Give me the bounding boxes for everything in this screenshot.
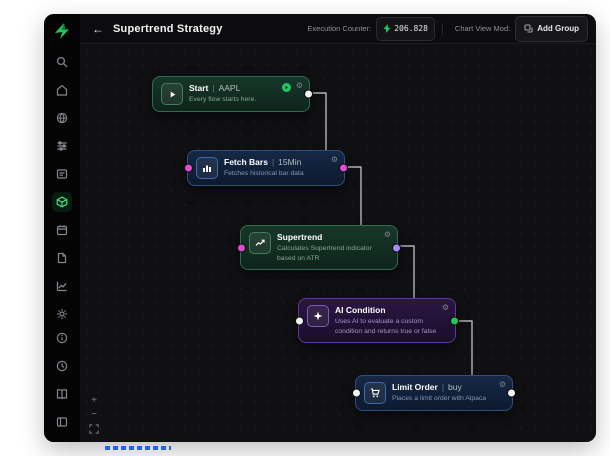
filters-icon[interactable] [52,136,72,156]
play-icon [161,83,183,105]
panel-toggle-icon[interactable] [52,412,72,432]
header-divider [442,23,443,35]
execution-counter-badge: 206.828 [376,17,435,41]
cart-icon [364,382,386,404]
node-separator: | [272,157,274,167]
trend-icon [249,232,271,254]
info-icon[interactable] [52,328,72,348]
input-handle[interactable] [295,316,304,325]
sidebar-rail-top [52,52,72,324]
sidebar [44,14,80,442]
list-icon[interactable] [52,164,72,184]
node-title: Start [189,83,208,93]
zoom-in-button[interactable]: + [88,396,100,406]
node-fetch-bars[interactable]: Fetch Bars | 15Min Fetches historical ba… [187,150,345,186]
node-subtitle: Calculates Supertrend indicator based on… [277,244,389,263]
settings-gear-icon[interactable] [52,304,72,324]
sidebar-rail-bottom [52,328,72,432]
node-start[interactable]: Start | AAPL Every flow starts here. ⚙ [152,76,310,112]
bolt-icon [383,20,391,38]
output-handle[interactable] [304,90,313,99]
chart-line-icon[interactable] [52,276,72,296]
node-settings-gear-icon[interactable]: ⚙ [499,381,506,389]
search-icon[interactable] [52,52,72,72]
node-title: Supertrend [277,232,322,242]
node-tag: 15Min [278,157,301,167]
layers-icon [524,20,533,38]
node-subtitle: Places a limit order with Alpaca [392,394,494,404]
docs-book-icon[interactable] [52,384,72,404]
node-title: Fetch Bars [224,157,268,167]
node-settings-gear-icon[interactable]: ⚙ [384,231,391,239]
chart-view-label: Chart View Mod: [455,24,510,33]
node-separator: | [212,83,214,93]
node-limit-order[interactable]: Limit Order | buy Places a limit order w… [355,375,513,411]
bar-chart-icon [196,157,218,179]
fit-view-button[interactable] [88,424,100,437]
node-subtitle: Fetches historical bar data [224,169,312,179]
node-settings-gear-icon[interactable]: ⚙ [331,156,338,164]
app-logo-icon [51,20,73,42]
canvas-controls: + − [88,396,100,437]
add-group-label: Add Group [537,24,579,33]
node-title: AI Condition [335,305,386,315]
sparkle-icon [307,305,329,327]
flow-canvas[interactable]: Start | AAPL Every flow starts here. ⚙ [80,44,596,442]
file-icon[interactable] [52,248,72,268]
add-group-button[interactable]: Add Group [515,16,588,42]
input-handle[interactable] [184,164,193,173]
output-handle[interactable] [507,389,516,398]
run-indicator-button[interactable] [282,83,291,92]
output-handle[interactable] [392,243,401,252]
node-ai-condition[interactable]: AI Condition Uses AI to evaluate a custo… [298,298,456,343]
app-window: ← Supertrend Strategy Execution Counter:… [44,14,596,442]
globe-icon[interactable] [52,108,72,128]
zoom-out-button[interactable]: − [88,410,100,420]
output-handle[interactable] [339,164,348,173]
calendar-icon[interactable] [52,220,72,240]
input-handle[interactable] [352,389,361,398]
execution-counter-label: Execution Counter: [307,24,371,33]
strategies-cube-icon[interactable] [52,192,72,212]
node-settings-gear-icon[interactable]: ⚙ [296,82,303,90]
page-title: Supertrend Strategy [113,23,223,35]
node-separator: | [442,382,444,392]
node-tag: buy [448,382,462,392]
execution-counter-value: 206.828 [394,24,428,33]
home-icon[interactable] [52,80,72,100]
clipped-link[interactable] [105,446,171,450]
node-tag: AAPL [219,83,241,93]
input-handle[interactable] [237,243,246,252]
node-subtitle: Uses AI to evaluate a custom condition a… [335,317,447,336]
node-supertrend[interactable]: Supertrend Calculates Supertrend indicat… [240,225,398,270]
node-title: Limit Order [392,382,438,392]
node-subtitle: Every flow starts here. [189,95,264,105]
header: ← Supertrend Strategy Execution Counter:… [80,14,596,44]
back-button[interactable]: ← [92,23,104,35]
history-clock-icon[interactable] [52,356,72,376]
output-handle[interactable] [450,316,459,325]
node-settings-gear-icon[interactable]: ⚙ [442,304,449,312]
